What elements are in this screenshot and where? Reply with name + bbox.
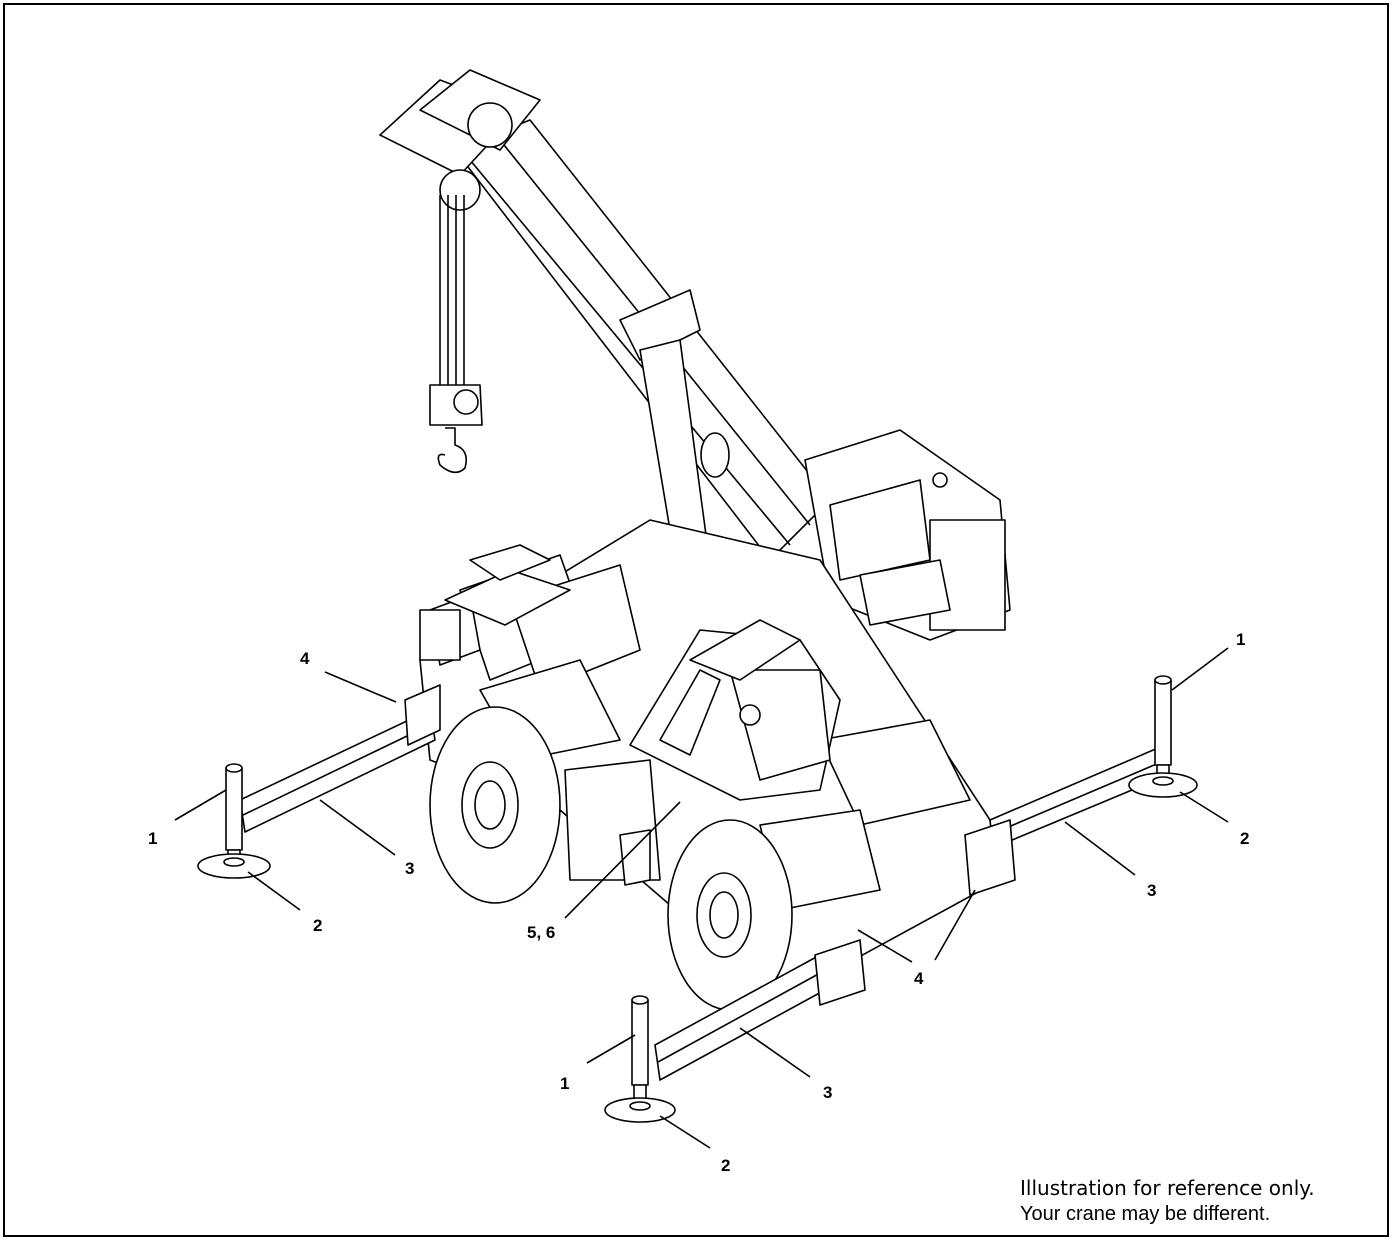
disclaimer-line-1: Illustration for reference only. (1020, 1176, 1315, 1200)
callout-2-front: 2 (721, 1156, 731, 1175)
leader-2-right (1179, 791, 1229, 823)
leader-1-left (174, 789, 227, 821)
boom (379, 69, 831, 651)
engine-housing (419, 544, 571, 661)
callout-2-left: 2 (313, 916, 323, 935)
outrigger-beam-right (964, 744, 1169, 896)
callout-3-left: 3 (405, 859, 415, 878)
rear-tire (429, 706, 561, 904)
jack-left (197, 763, 271, 879)
callout-2-right: 2 (1240, 829, 1250, 848)
callout-3-right: 3 (1147, 881, 1157, 900)
callout-4-right: 4 (914, 969, 924, 988)
leader-1-right (1171, 647, 1229, 691)
jack-right (1128, 675, 1198, 798)
callout-4-left: 4 (300, 649, 310, 668)
leader-3-right (1064, 821, 1136, 876)
outrigger-beam-left (239, 684, 441, 833)
callout-1-left: 1 (148, 829, 158, 848)
callout-5-6: 5, 6 (527, 923, 556, 942)
hook-block (429, 195, 483, 474)
callout-1-front: 1 (560, 1074, 570, 1093)
operator-cab (629, 619, 841, 801)
figure-frame (3, 3, 1389, 1237)
jack-front (604, 995, 676, 1123)
leader-2-left (247, 871, 301, 911)
leader-5-6 (564, 801, 681, 919)
leader-2-front (659, 1115, 711, 1149)
front-tire (667, 819, 793, 1011)
leader-3-left (319, 799, 396, 856)
outrigger-beam-front (654, 939, 866, 1081)
leader-3-front (739, 1027, 811, 1078)
callout-3-front: 3 (823, 1083, 833, 1102)
disclaimer-line-2: Your crane may be different. (1020, 1203, 1271, 1225)
leader-1-front (586, 1034, 636, 1064)
superstructure (804, 429, 1011, 641)
callout-1-right: 1 (1236, 630, 1246, 649)
leader-4-left (324, 671, 397, 703)
leader-4-front (857, 929, 913, 963)
leader-4-right (934, 889, 976, 961)
disclaimer-note: Illustration for reference only. Your cr… (1020, 1175, 1315, 1227)
